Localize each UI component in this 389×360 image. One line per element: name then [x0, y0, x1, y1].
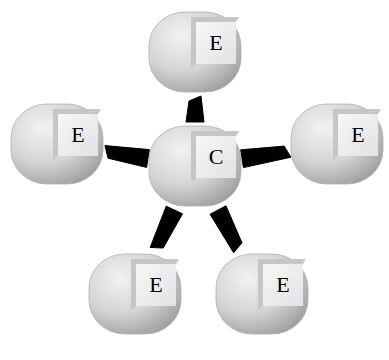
key-face: [196, 22, 236, 64]
node-label: E: [196, 22, 236, 64]
node-body: [149, 12, 241, 92]
node-shape: [148, 122, 242, 210]
node-label: C: [196, 136, 236, 178]
node-box: E: [10, 100, 104, 188]
node-label: E: [136, 264, 176, 306]
node-shape: [148, 8, 242, 96]
connector-wedge: [210, 206, 242, 253]
node-shape: [290, 100, 384, 188]
key-face: [338, 114, 378, 156]
node-box: E: [148, 8, 242, 96]
node-shape: [10, 100, 104, 188]
node-box: E: [88, 250, 182, 338]
face-bevel: [258, 259, 306, 310]
node-label: E: [263, 264, 303, 306]
node-shape: [88, 250, 182, 338]
node-box: C: [148, 122, 242, 210]
connector-wedge: [105, 146, 149, 168]
node-body: [216, 254, 308, 334]
face-bevel: [191, 17, 239, 68]
node-box: E: [290, 100, 384, 188]
face-bevel: [131, 259, 179, 310]
node-body: [89, 254, 181, 334]
face-bevel: [191, 131, 239, 182]
connector-wedge: [150, 206, 182, 248]
node-body: [11, 104, 103, 184]
node-label: E: [338, 114, 378, 156]
key-face: [136, 264, 176, 306]
connector-wedge: [241, 146, 291, 167]
face-bevel: [333, 109, 381, 160]
node-shape: [215, 250, 309, 338]
key-face: [58, 114, 98, 156]
face-bevel: [53, 109, 101, 160]
connector-wedge: [186, 96, 204, 122]
node-body: [149, 126, 241, 206]
node-label: E: [58, 114, 98, 156]
key-face: [196, 136, 236, 178]
node-body: [291, 104, 383, 184]
key-face: [263, 264, 303, 306]
node-box: E: [215, 250, 309, 338]
